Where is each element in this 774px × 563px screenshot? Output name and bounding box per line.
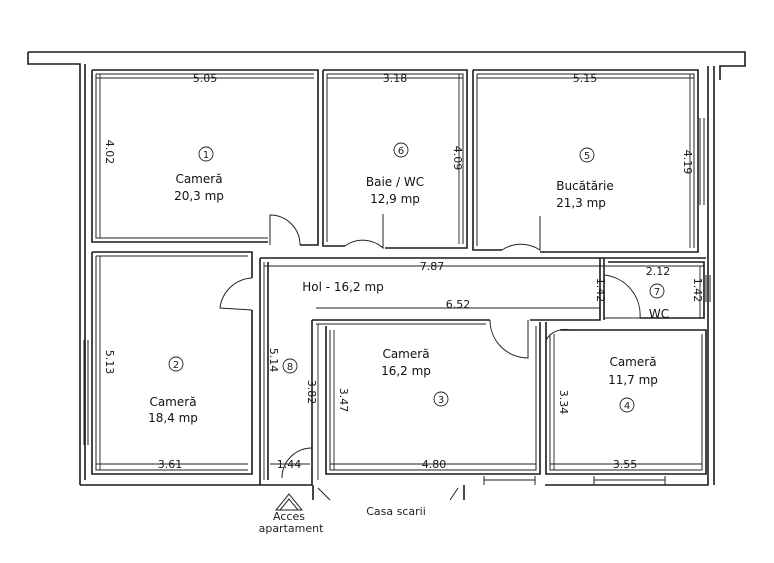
room-4-number: 4: [624, 401, 630, 412]
room-3-area: 16,2 mp: [381, 364, 431, 378]
room-5-area: 21,3 mp: [556, 196, 606, 210]
dim-212: 2.12: [646, 265, 671, 278]
room-1-area: 20,3 mp: [174, 189, 224, 203]
room-6-number: 6: [398, 146, 404, 157]
room-2-number: 2: [173, 360, 179, 371]
room-2: [83, 251, 253, 475]
room-7-number: 7: [654, 287, 660, 298]
dim-409: 4.09: [451, 146, 464, 171]
dim-652: 6.52: [446, 298, 471, 311]
dim-347: 3.47: [337, 388, 350, 413]
room-6-area: 12,9 mp: [370, 192, 420, 206]
room-4-area: 11,7 mp: [608, 373, 658, 387]
room-2-name: Cameră: [149, 395, 196, 409]
dim-334: 3.34: [557, 390, 570, 415]
doors: [219, 214, 641, 479]
room-2-area: 18,4 mp: [148, 411, 198, 425]
dim-515: 5.15: [573, 72, 598, 85]
room-1: [91, 69, 319, 246]
dim-402: 4.02: [103, 140, 116, 165]
dim-142a: 1.42: [594, 278, 607, 303]
dim-361: 3.61: [158, 458, 183, 471]
room-3-name: Cameră: [382, 347, 429, 361]
dim-355: 3.55: [613, 458, 638, 471]
dim-144: 1.44: [277, 458, 302, 471]
dim-787: 7.87: [420, 260, 445, 273]
room-3: [325, 322, 541, 485]
dim-142b: 1.42: [691, 278, 704, 303]
access-label-line1: Acces: [273, 510, 305, 523]
room-5-name: Bucătărie: [556, 179, 614, 193]
hallway-label: Hol - 16,2 mp: [302, 280, 384, 294]
room-7-name: WC: [649, 307, 669, 321]
room-5: [472, 69, 705, 253]
room-4-name: Cameră: [609, 355, 656, 369]
stairs-label: Casa scarii: [366, 505, 426, 518]
dim-480: 4.80: [422, 458, 447, 471]
access-arrow: [274, 487, 459, 511]
dim-318: 3.18: [383, 72, 408, 85]
outer-walls: [27, 51, 746, 500]
room-8-number: 8: [287, 362, 293, 373]
dim-382: 3.82: [305, 380, 318, 405]
room-6-name: Baie / WC: [366, 175, 424, 189]
dim-514: 5.14: [267, 348, 280, 373]
room-3-number: 3: [438, 395, 444, 406]
room-5-number: 5: [584, 151, 590, 162]
room-1-name: Cameră: [175, 172, 222, 186]
dimension-lines: [96, 74, 704, 480]
access-label-line2: apartament: [259, 522, 324, 535]
dim-505: 5.05: [193, 72, 218, 85]
dim-513: 5.13: [103, 350, 116, 375]
room-6: [322, 69, 468, 249]
room-4: [545, 322, 707, 485]
room-1-number: 1: [203, 150, 209, 161]
dim-419: 4.19: [681, 150, 694, 175]
